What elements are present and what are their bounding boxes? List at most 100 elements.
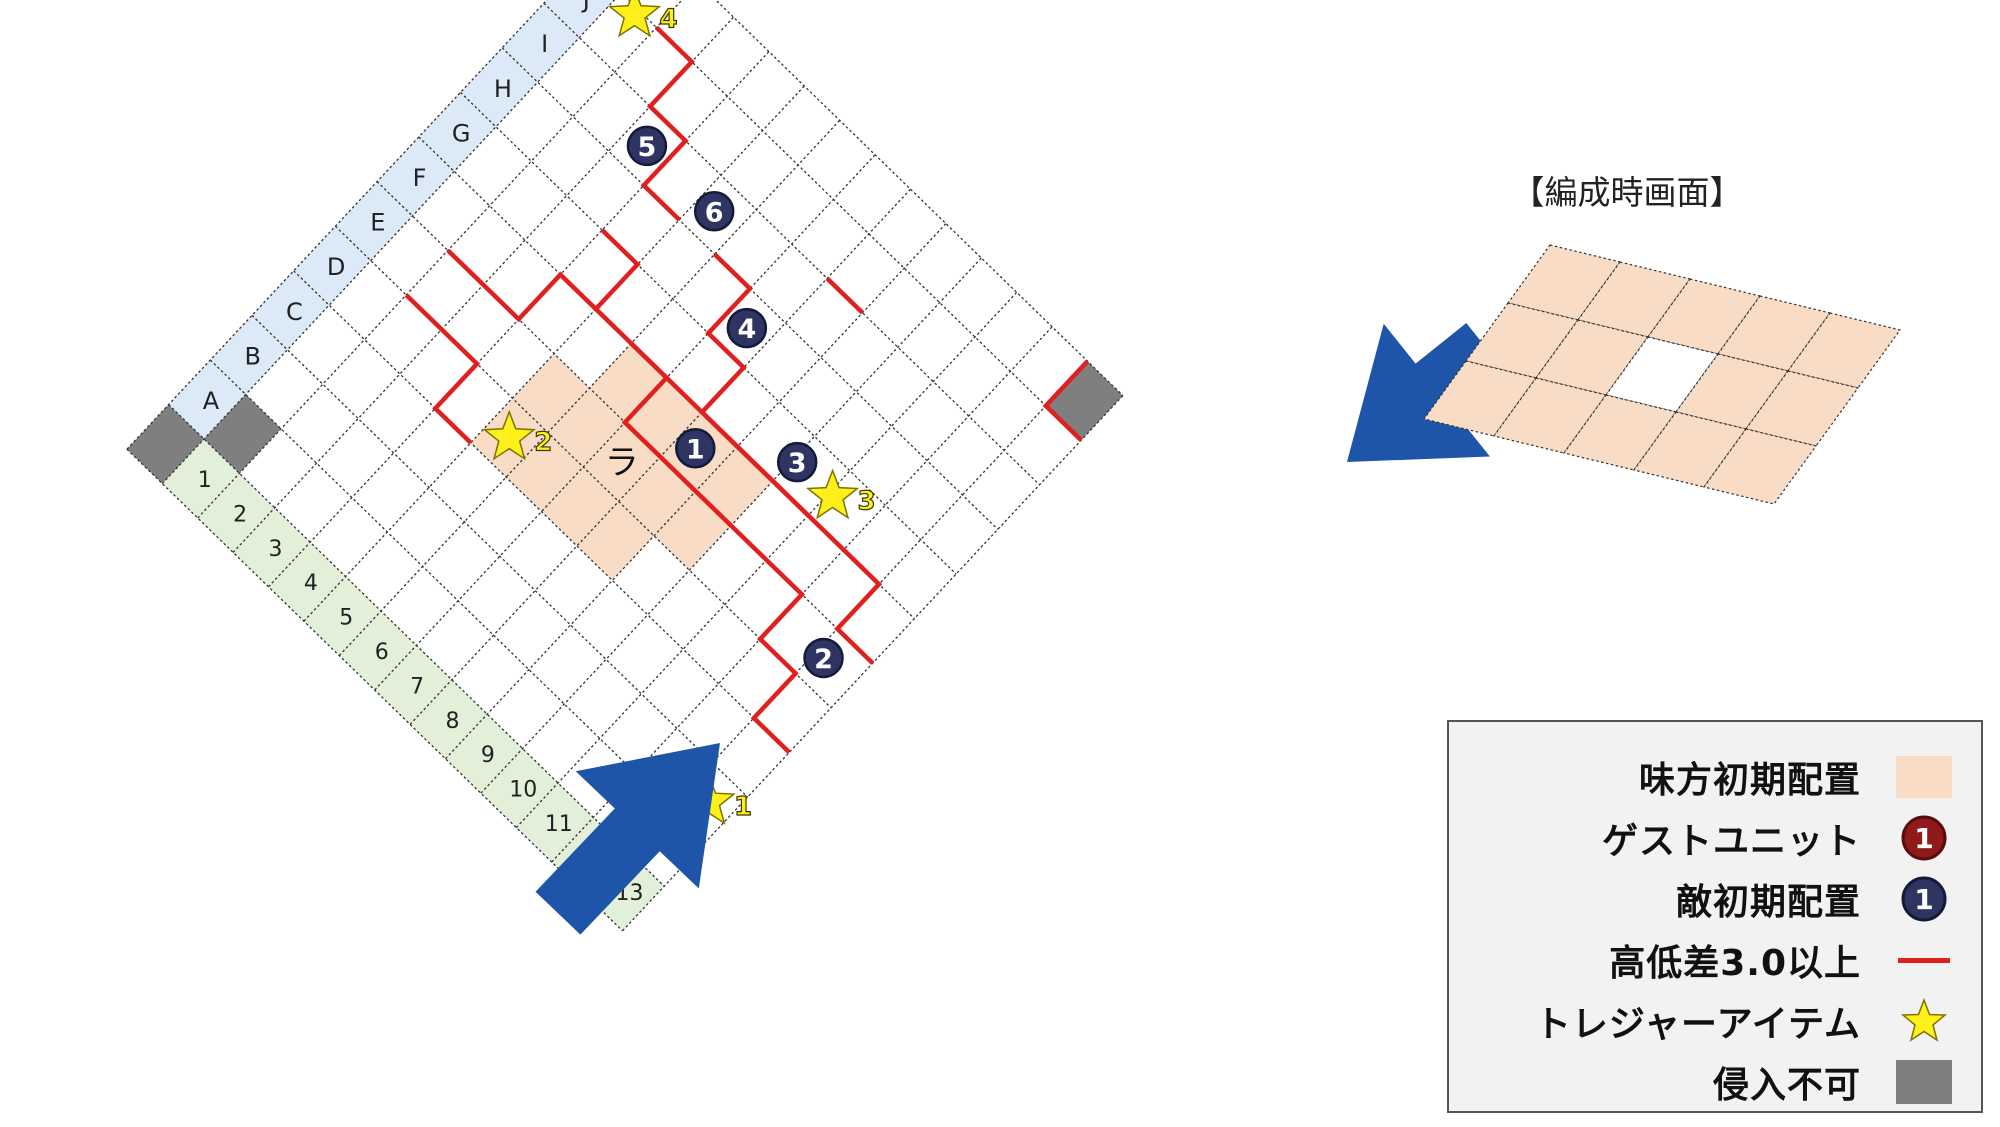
formation-cell [1716, 295, 1832, 372]
formation-cell [1632, 411, 1748, 488]
column-label: D [327, 253, 345, 281]
enemy-unit-circle [803, 637, 844, 679]
row-label: 9 [481, 743, 495, 768]
enemy-unit-circle [626, 125, 668, 167]
height-wall-line [1042, 359, 1090, 442]
ally-start-tile [576, 501, 654, 581]
row-header-cell [410, 679, 488, 759]
row-header-cell [587, 851, 665, 931]
formation-cell [1534, 319, 1650, 396]
treasure-number: 3 [858, 487, 876, 517]
row-header-cell [197, 473, 275, 553]
treasure-star [805, 468, 860, 520]
row-label: 1 [198, 468, 212, 493]
ally-start-tile [624, 377, 702, 457]
formation-cell [1562, 394, 1678, 471]
column-header-cell [335, 181, 413, 261]
column-header-cell [418, 92, 496, 172]
row-header-cell [303, 576, 381, 656]
legend-panel: 味方初期配置 ゲストユニット 1 敵初期配置 1 高低差3.0以上 トレジャーア… [1447, 720, 1983, 1113]
legend-label-enemy: 敵初期配置 [1675, 882, 1861, 923]
ally-start-tile [589, 343, 667, 423]
row-header-cell [480, 748, 558, 828]
column-label: E [370, 209, 385, 237]
red-line-icon [1894, 937, 1954, 983]
blocked-swatch-icon [1894, 1059, 1954, 1105]
row-header-cell [339, 611, 417, 690]
svg-text:1: 1 [1914, 822, 1933, 855]
ally-start-tile [583, 422, 661, 502]
formation-cell [1702, 428, 1818, 505]
grid-line [303, 85, 805, 622]
ally-start-tile [541, 467, 619, 546]
legend-label-blocked: 侵入不可 [1712, 1065, 1861, 1106]
row-label: 10 [509, 778, 537, 803]
column-label: G [452, 119, 471, 147]
formation-title: 【編成時画面】 [1512, 173, 1743, 212]
enemy-unit-icon: 2 [803, 637, 844, 679]
formation-arrow-icon [1347, 323, 1509, 462]
ally-start-tile [695, 446, 773, 526]
column-header-cell [460, 47, 538, 127]
enemy-unit-circle [675, 428, 716, 469]
formation-cell [1646, 278, 1762, 355]
grid-line [126, 0, 548, 450]
ally-start-tile [506, 432, 584, 512]
formation-cell [1422, 360, 1538, 437]
formation-panel: 【編成時画面】 [1422, 173, 1902, 505]
enemy-unit-circle [776, 441, 818, 483]
row-header-cell [445, 714, 523, 794]
enemy-unit-icon: 5 [626, 125, 668, 167]
row-header-cell [516, 783, 594, 862]
treasure-star-icon: 3 [805, 468, 876, 520]
column-header-cell [252, 270, 330, 350]
grid-line [338, 119, 841, 657]
column-label: H [494, 75, 512, 103]
treasure-star-icon: 2 [482, 409, 553, 461]
column-label: I [541, 30, 548, 58]
row-label: 11 [545, 812, 573, 837]
treasure-number: 4 [659, 5, 677, 35]
column-label: A [203, 387, 220, 415]
treasure-star [482, 409, 537, 461]
ally-swatch-icon [1894, 754, 1954, 800]
height-wall-line [592, 228, 883, 665]
grid-line [161, 0, 616, 485]
enemy-unit-icon: 3 [776, 441, 818, 483]
height-wall-line [404, 293, 481, 445]
legend-label-ally: 味方初期配置 [1638, 760, 1861, 801]
enemy-unit-number: 6 [705, 197, 724, 228]
formation-cell [1492, 377, 1608, 454]
column-header-cell [377, 137, 455, 216]
row-label: 2 [233, 502, 247, 527]
enemy-unit-circle [726, 307, 768, 349]
column-label: F [413, 164, 427, 192]
treasure-number: 2 [534, 428, 552, 458]
treasure-star-icon: 4 [607, 0, 678, 38]
formation-empty-cell [1604, 336, 1720, 413]
row-header-cell [374, 645, 452, 725]
grid-line [293, 270, 790, 753]
svg-text:1: 1 [1914, 883, 1933, 916]
enemy-unit-icon: 1 [1894, 876, 1954, 922]
ally-start-tile [654, 491, 732, 571]
column-header-cell [293, 226, 371, 306]
column-label: B [244, 342, 260, 370]
column-label: J [581, 0, 590, 14]
ally-start-tile [547, 388, 625, 467]
height-wall-line [621, 341, 806, 755]
column-label: C [286, 298, 303, 326]
treasure-number: 1 [734, 792, 752, 822]
formation-cell [1576, 261, 1692, 338]
tile-label: ラ [605, 443, 639, 483]
grid-line [251, 314, 749, 798]
row-label: 7 [410, 674, 424, 699]
row-header-cell [162, 439, 240, 518]
enemy-unit-number: 3 [788, 448, 807, 479]
deploy-arrow-icon [535, 743, 720, 935]
formation-cell [1674, 353, 1790, 430]
height-wall-line [825, 276, 865, 315]
enemy-unit-circle [693, 191, 735, 232]
star-icon [1894, 998, 1954, 1044]
blocked-tile [1045, 361, 1123, 441]
